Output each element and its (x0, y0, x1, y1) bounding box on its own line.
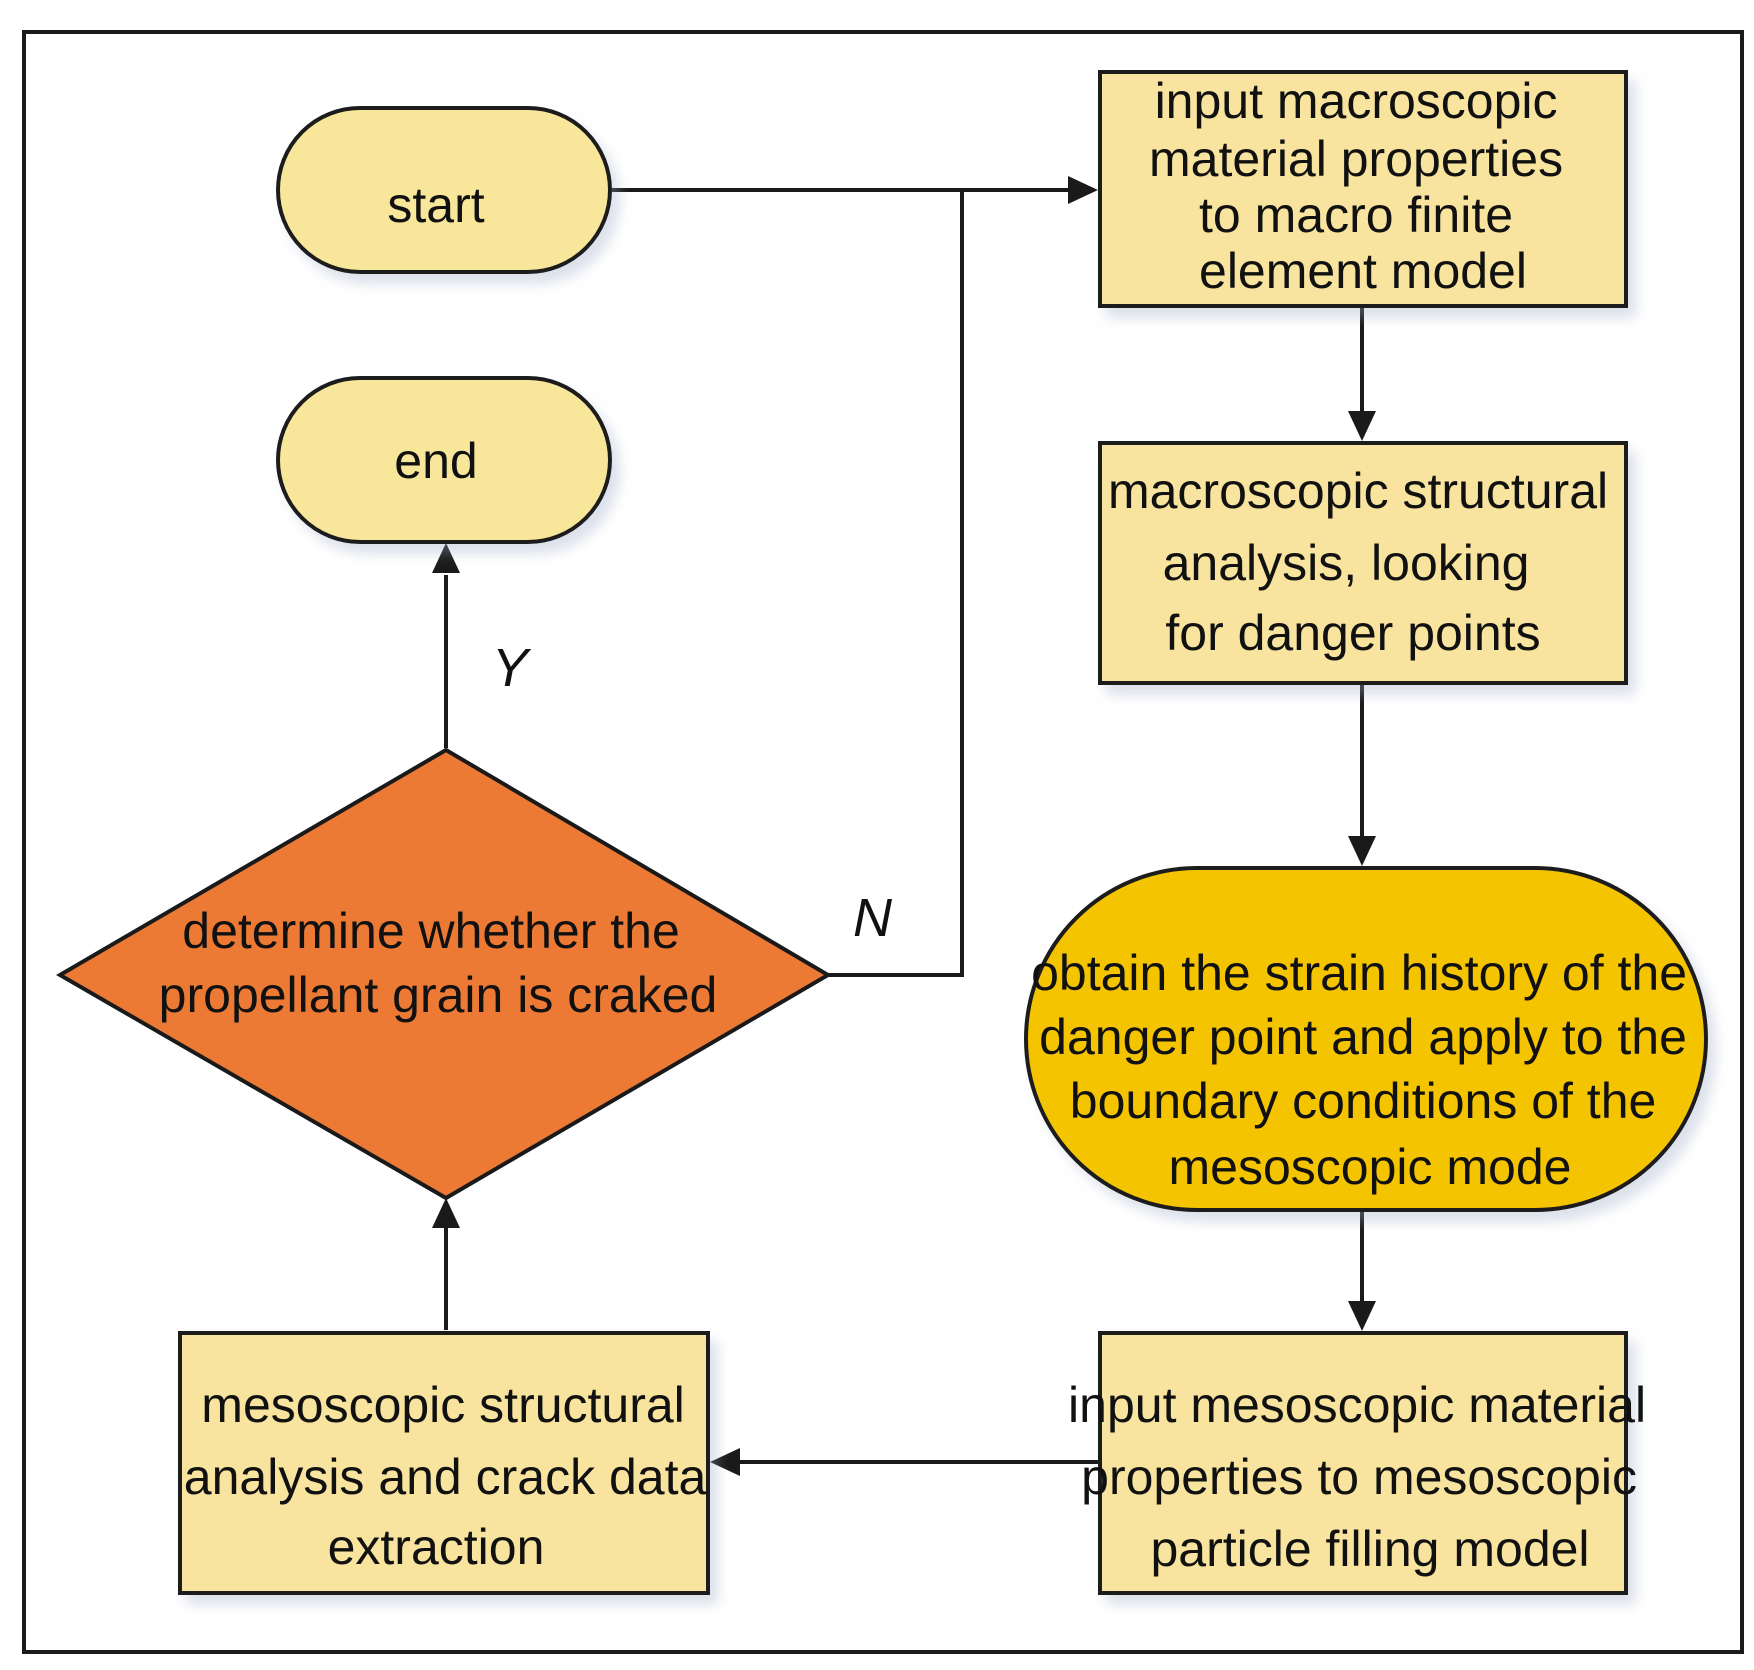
end-node: end (276, 376, 612, 544)
arrowhead-left-meso-analysis (710, 1448, 740, 1476)
decision-line: determine whether the (182, 903, 680, 959)
start-node: start (276, 106, 612, 274)
input-meso-node: input mesoscopic material properties to … (1068, 1331, 1660, 1595)
arrowhead-down-strain (1348, 836, 1376, 866)
branch-no-label: N (853, 888, 893, 948)
decision-diamond (56, 747, 832, 1201)
input-meso-line: input mesoscopic material (1068, 1377, 1646, 1433)
input-meso-line: particle filling model (1150, 1521, 1589, 1577)
strain-history-line: boundary conditions of the (1070, 1073, 1657, 1129)
meso-analysis-line: mesoscopic structural (201, 1377, 685, 1433)
connectors (444, 188, 1364, 1464)
start-label: start (387, 177, 484, 233)
input-meso-label: input mesoscopic material properties to … (1068, 1377, 1660, 1577)
input-meso-box (1098, 1331, 1628, 1595)
input-macro-label: input macroscopic material properties to… (1149, 73, 1577, 299)
input-macro-line: element model (1199, 243, 1527, 299)
macro-analysis-label: macroscopic structural analysis, looking… (1108, 463, 1622, 661)
arrowhead-down-input-meso (1348, 1301, 1376, 1331)
strain-history-line: danger point and apply to the (1039, 1009, 1687, 1065)
arrowhead-right-input-macro (1068, 176, 1098, 204)
arrowhead-down-macro-analysis (1348, 411, 1376, 441)
decision-node: determine whether the propellant grain i… (56, 747, 832, 1201)
macro-analysis-line: for danger points (1165, 605, 1540, 661)
input-meso-line: properties to mesoscopic (1081, 1449, 1637, 1505)
strain-history-shape (1024, 866, 1708, 1212)
input-macro-node: input macroscopic material properties to… (1098, 70, 1628, 308)
strain-history-line: obtain the strain history of the (1031, 945, 1687, 1001)
strain-history-line: mesoscopic mode (1169, 1139, 1572, 1195)
input-macro-line: input macroscopic (1155, 73, 1558, 129)
arrowhead-up-end (432, 543, 460, 573)
decision-label: determine whether the propellant grain i… (159, 903, 718, 1023)
input-macro-line: material properties (1149, 131, 1563, 187)
connector-decision-no-loop (828, 190, 964, 977)
decision-line: propellant grain is craked (159, 967, 718, 1023)
meso-analysis-label: mesoscopic structural analysis and crack… (184, 1377, 720, 1575)
start-terminal-shape (276, 106, 612, 274)
end-terminal-shape (276, 376, 612, 544)
macro-analysis-line: macroscopic structural (1108, 463, 1608, 519)
strain-history-node: obtain the strain history of the danger … (1024, 866, 1708, 1212)
meso-analysis-line: extraction (328, 1519, 545, 1575)
macro-analysis-box (1098, 441, 1628, 685)
branch-yes-label: Y (492, 638, 532, 698)
macro-analysis-line: analysis, looking (1163, 535, 1530, 591)
meso-analysis-node: mesoscopic structural analysis and crack… (178, 1331, 720, 1595)
macro-analysis-node: macroscopic structural analysis, looking… (1098, 441, 1628, 685)
meso-analysis-line: analysis and crack data (184, 1449, 707, 1505)
meso-analysis-box (178, 1331, 710, 1595)
input-macro-line: to macro finite (1199, 187, 1513, 243)
input-macro-box (1098, 70, 1628, 308)
arrowheads (432, 176, 1376, 1476)
arrowhead-up-decision (432, 1198, 460, 1228)
strain-history-label: obtain the strain history of the danger … (1031, 945, 1701, 1195)
end-label: end (394, 433, 477, 489)
